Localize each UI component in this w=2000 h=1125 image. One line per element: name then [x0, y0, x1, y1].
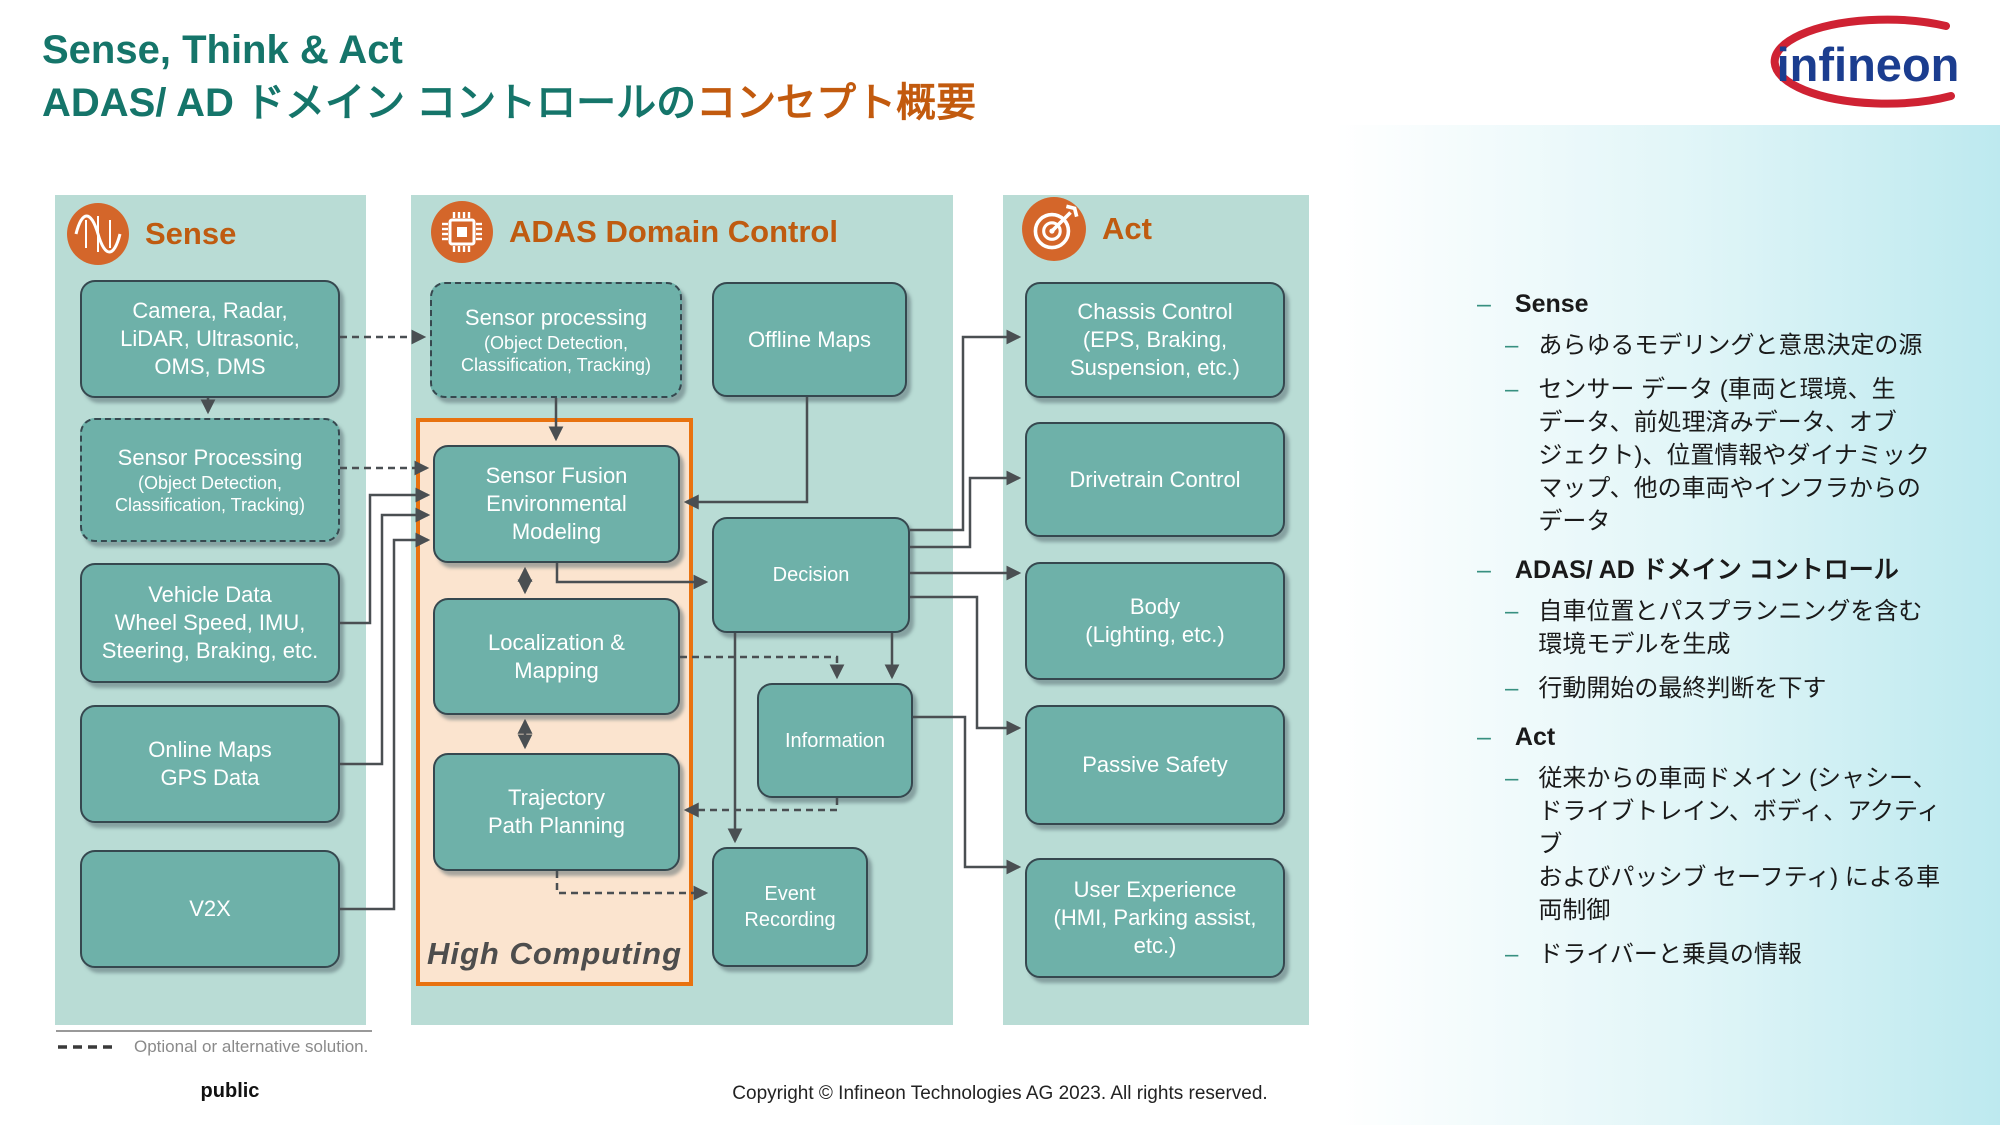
- act-header-label: Act: [1102, 211, 1152, 246]
- box-user-experience: User Experience (HMI, Parking assist, et…: [1025, 858, 1285, 978]
- box-online-maps: Online Maps GPS Data: [80, 705, 340, 823]
- title-line2-teal: ADAS/ AD ドメイン コントロールの: [42, 81, 697, 125]
- sidebar-heading-adas-text: ADAS/ AD ドメイン コントロール: [1514, 556, 1899, 584]
- sidebar-heading-act-text: Act: [1514, 723, 1556, 751]
- sidebar-bullet: – センサー データ (車両と環境、生 データ、前処理済みデータ、オブ ジェクト…: [1462, 373, 1962, 538]
- bullet-dash: –: [1505, 598, 1519, 625]
- sidebar-bullet: – 従来からの車両ドメイン (シャシー、 ドライブトレイン、ボディ、アクティブ …: [1462, 762, 1962, 927]
- box-decision: Decision: [712, 517, 910, 633]
- infineon-logo-swoosh-icon: infineon: [1770, 15, 1960, 108]
- box-adas-sensor-processing: Sensor processing (Object Detection, Cla…: [430, 282, 682, 398]
- title-line2: ADAS/ AD ドメイン コントロールのコンセプト概要: [42, 77, 976, 130]
- box-vehicle-data: Vehicle Data Wheel Speed, IMU, Steering,…: [80, 563, 340, 683]
- box-event-recording: Event Recording: [712, 847, 868, 967]
- bullet-dash: –: [1505, 675, 1519, 702]
- infineon-logo: infineon: [1742, 12, 1990, 116]
- background-gradient: [1335, 125, 2000, 1125]
- box-trajectory-path-planning: Trajectory Path Planning: [433, 753, 680, 871]
- sidebar-heading-sense: – Sense: [1462, 288, 1962, 320]
- chip-icon: [431, 201, 493, 263]
- legend: Optional or alternative solution.: [56, 1030, 372, 1057]
- bullet-dash: –: [1477, 290, 1491, 318]
- sidebar-bullet: – 行動開始の最終判断を下す: [1462, 672, 1962, 705]
- box-sense-sensor-processing-sub: (Object Detection, Classification, Track…: [114, 473, 306, 515]
- bullet-dash: –: [1505, 332, 1519, 359]
- sidebar-bullet-text: センサー データ (車両と環境、生 データ、前処理済みデータ、オブ ジェクト)、…: [1538, 376, 1930, 535]
- box-sense-sensor-processing-title: Sensor Processing: [117, 445, 303, 470]
- target-icon: [1022, 197, 1086, 261]
- sidebar-heading-sense-text: Sense: [1514, 290, 1589, 318]
- infineon-logo-text: infineon: [1777, 38, 1960, 91]
- waveform-icon: [67, 203, 129, 265]
- title-line2-orange: コンセプト概要: [696, 81, 977, 125]
- sidebar-bullet: – ドライバーと乗員の情報: [1462, 938, 1962, 971]
- bullet-dash: –: [1477, 556, 1491, 584]
- act-header: Act: [1021, 196, 1152, 262]
- sense-header: Sense: [66, 202, 236, 266]
- sidebar-bullet-text: 従来からの車両ドメイン (シャシー、 ドライブトレイン、ボディ、アクティブ およ…: [1538, 765, 1941, 924]
- bullet-dash: –: [1505, 941, 1519, 968]
- legend-label: Optional or alternative solution.: [134, 1037, 369, 1056]
- box-information: Information: [757, 683, 913, 798]
- box-camera-radar-lidar: Camera, Radar, LiDAR, Ultrasonic, OMS, D…: [80, 280, 340, 398]
- box-sensor-fusion: Sensor Fusion Environmental Modeling: [433, 445, 680, 563]
- classification-label: public: [200, 1080, 260, 1102]
- box-adas-sensor-processing-sub: (Object Detection, Classification, Track…: [460, 333, 652, 375]
- sidebar-bullet: – 自車位置とパスプランニングを含む 環境モデルを生成: [1462, 595, 1962, 661]
- sidebar-heading-act: – Act: [1462, 721, 1962, 753]
- sidebar-bullet-text: 自車位置とパスプランニングを含む 環境モデルを生成: [1538, 598, 1923, 658]
- bullet-dash: –: [1477, 723, 1491, 751]
- bullet-dash: –: [1505, 765, 1519, 792]
- sidebar-bullet: – あらゆるモデリングと意思決定の源: [1462, 329, 1962, 362]
- high-computing-label: High Computing: [426, 936, 683, 971]
- box-chassis-control: Chassis Control (EPS, Braking, Suspensio…: [1025, 282, 1285, 398]
- box-sense-sensor-processing: Sensor Processing (Object Detection, Cla…: [80, 418, 340, 542]
- sidebar-bullet-text: あらゆるモデリングと意思決定の源: [1538, 332, 1923, 359]
- sense-header-label: Sense: [145, 216, 237, 251]
- box-offline-maps: Offline Maps: [712, 282, 907, 397]
- box-body-lighting: Body (Lighting, etc.): [1025, 562, 1285, 680]
- sidebar-bullet-text: ドライバーと乗員の情報: [1538, 941, 1802, 968]
- page-title: Sense, Think & Act ADAS/ AD ドメイン コントロールの…: [42, 24, 976, 130]
- box-v2x: V2X: [80, 850, 340, 968]
- box-adas-sensor-processing-title: Sensor processing: [464, 305, 648, 330]
- sidebar-bullet-text: 行動開始の最終判断を下す: [1538, 675, 1827, 702]
- adas-header: ADAS Domain Control: [430, 200, 838, 264]
- box-localization-mapping: Localization & Mapping: [433, 598, 680, 715]
- adas-header-label: ADAS Domain Control: [509, 214, 838, 249]
- box-drivetrain-control: Drivetrain Control: [1025, 422, 1285, 537]
- sidebar-heading-adas: – ADAS/ AD ドメイン コントロール: [1462, 554, 1962, 586]
- dashed-line-icon: [58, 1045, 118, 1049]
- box-passive-safety: Passive Safety: [1025, 705, 1285, 825]
- copyright-notice: Copyright © Infineon Technologies AG 202…: [732, 1083, 1268, 1104]
- bullet-dash: –: [1505, 376, 1519, 403]
- notes-sidebar: – Sense – あらゆるモデリングと意思決定の源 – センサー データ (車…: [1462, 288, 1962, 982]
- title-line1: Sense, Think & Act: [42, 28, 403, 72]
